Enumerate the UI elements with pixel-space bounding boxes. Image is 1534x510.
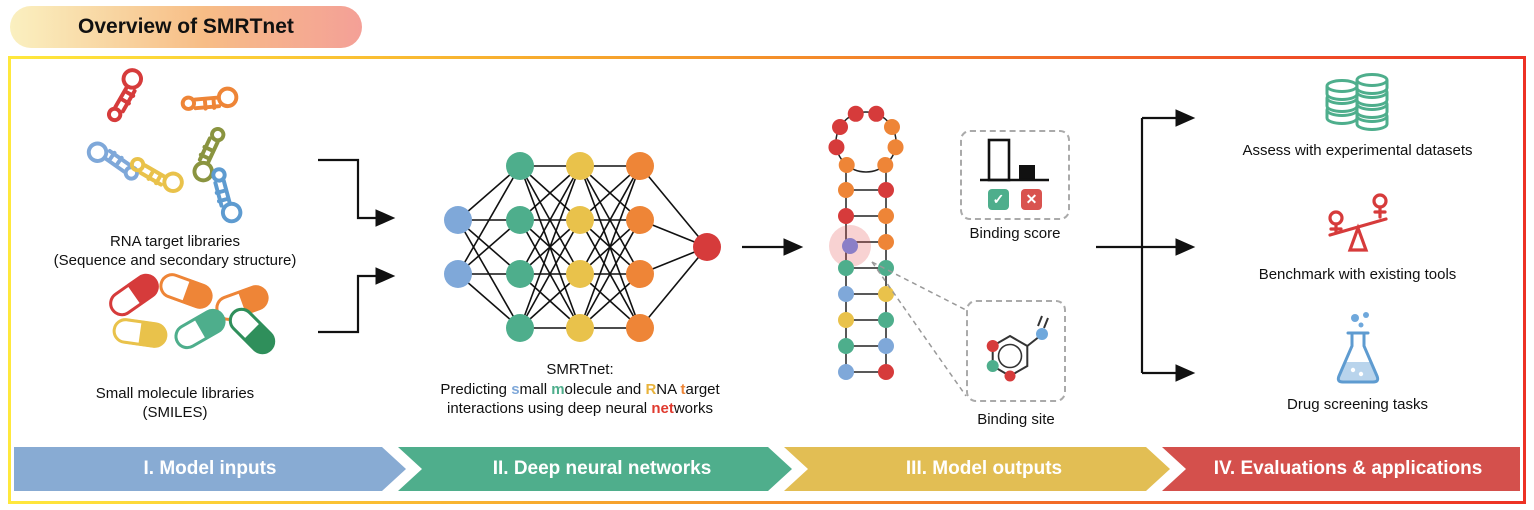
evaluation-label: Assess with experimental datasets (1242, 142, 1473, 159)
evaluation-item-benchmark: Benchmark with existing tools (1235, 188, 1480, 283)
rna-hairpin-icon (194, 165, 258, 227)
caption-line1: SMRTnet: (546, 361, 614, 378)
branch-line (1096, 118, 1144, 373)
capsule-icon (156, 269, 216, 313)
rna-hairpin-icon (178, 68, 242, 133)
figure-panel (8, 56, 1526, 504)
bar-chart-icon (980, 138, 1049, 182)
evaluation-label: Drug screening tasks (1287, 396, 1428, 413)
cross-icon: ✕ (1021, 189, 1042, 210)
small-molecule-label: Small molecule libraries (95, 385, 255, 402)
score-badges: ✓ ✕ (988, 189, 1042, 210)
flow-arrow (318, 267, 396, 334)
banner-step-evaluations-applications: IV. Evaluations & applications (1162, 447, 1520, 491)
banner-step-label: IV. Evaluations & applications (1213, 458, 1483, 479)
balance-icon (1327, 193, 1388, 252)
banner-step-model-inputs: I. Model inputs (14, 447, 406, 491)
rna-library-icons (85, 66, 258, 227)
banner-step-label: II. Deep neural networks (492, 458, 712, 479)
molecule-icon (986, 315, 1049, 382)
figure-title-badge: Overview of SMRTnet (10, 6, 362, 48)
rna-hairpin-icon (97, 66, 152, 124)
binding-score-box: ✓ ✕ (960, 130, 1070, 220)
flow-arrow (318, 158, 396, 227)
input-arrows (318, 158, 396, 334)
branch-arrows (1096, 109, 1196, 382)
small-molecule-icons (104, 269, 280, 359)
rna-structure-diagram (828, 105, 967, 397)
capsule-icon (170, 304, 230, 354)
binding-score-label: Binding score (969, 225, 1061, 242)
capsule-icon (104, 269, 164, 321)
evaluation-label: Benchmark with existing tools (1258, 266, 1457, 283)
banner-step-deep-neural-networks: II. Deep neural networks (398, 447, 792, 491)
capsule-icon (111, 316, 169, 350)
rna-libraries-sublabel: (Sequence and secondary structure) (53, 252, 297, 269)
banner-step-label: III. Model outputs (905, 458, 1063, 479)
evaluation-item-screening: Drug screening tasks (1235, 310, 1480, 413)
caption-line3: interactions using deep neural networks (447, 400, 713, 417)
binding-site-box (966, 300, 1066, 402)
check-icon: ✓ (988, 189, 1009, 210)
figure-title: Overview of SMRTnet (78, 15, 294, 38)
network-caption: SMRTnet: Predicting small molecule and R… (408, 360, 752, 419)
smiles-sublabel: (SMILES) (142, 404, 208, 421)
caption-line2: Predicting small molecule and RNA target (440, 380, 720, 398)
binding-site-label: Binding site (977, 411, 1055, 428)
rna-hairpin-icon (85, 135, 140, 188)
banner-step-label: I. Model inputs (143, 458, 277, 479)
rna-libraries-label: RNA target libraries (109, 233, 241, 250)
neural-network-diagram (444, 152, 721, 342)
banner-step-model-outputs: III. Model outputs (784, 447, 1170, 491)
database-icon (1325, 73, 1388, 131)
evaluation-item-datasets: Assess with experimental datasets (1235, 70, 1480, 159)
flask-icon (1336, 312, 1379, 384)
rna-hairpin-icon (180, 125, 239, 185)
